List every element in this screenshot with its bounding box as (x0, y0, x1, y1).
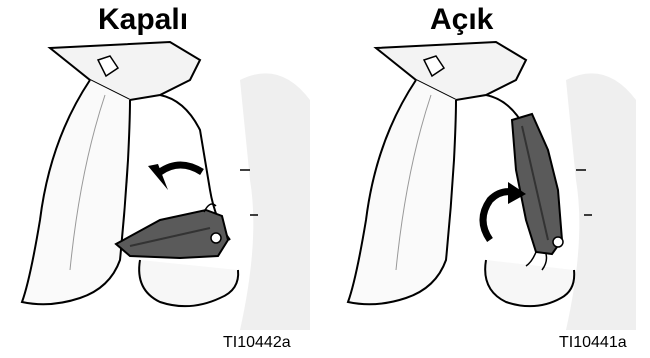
open-heading: Açık (430, 2, 493, 38)
gun-handle (348, 80, 456, 304)
open-figure-id: TI10441a (559, 334, 627, 352)
trigger-guard (485, 260, 574, 306)
lock-handle (116, 210, 228, 258)
curved-arrow-counterclockwise (160, 165, 202, 172)
pivot-pin (553, 237, 563, 247)
closed-figure-id: TI10442a (223, 334, 291, 352)
pivot-pin (211, 233, 221, 243)
open-gun-illustration (336, 40, 646, 330)
closed-panel: Kapalı TI10442a (10, 0, 320, 358)
closed-heading: Kapalı (98, 2, 188, 38)
gun-body-top (50, 42, 200, 100)
curved-arrow-clockwise (483, 192, 512, 240)
gun-handle (22, 80, 130, 304)
trigger-guard (139, 260, 238, 306)
open-panel: Açık TI10441a (336, 0, 646, 358)
gun-body-top (376, 42, 526, 100)
lock-handle (512, 114, 562, 254)
closed-gun-illustration (10, 40, 320, 330)
